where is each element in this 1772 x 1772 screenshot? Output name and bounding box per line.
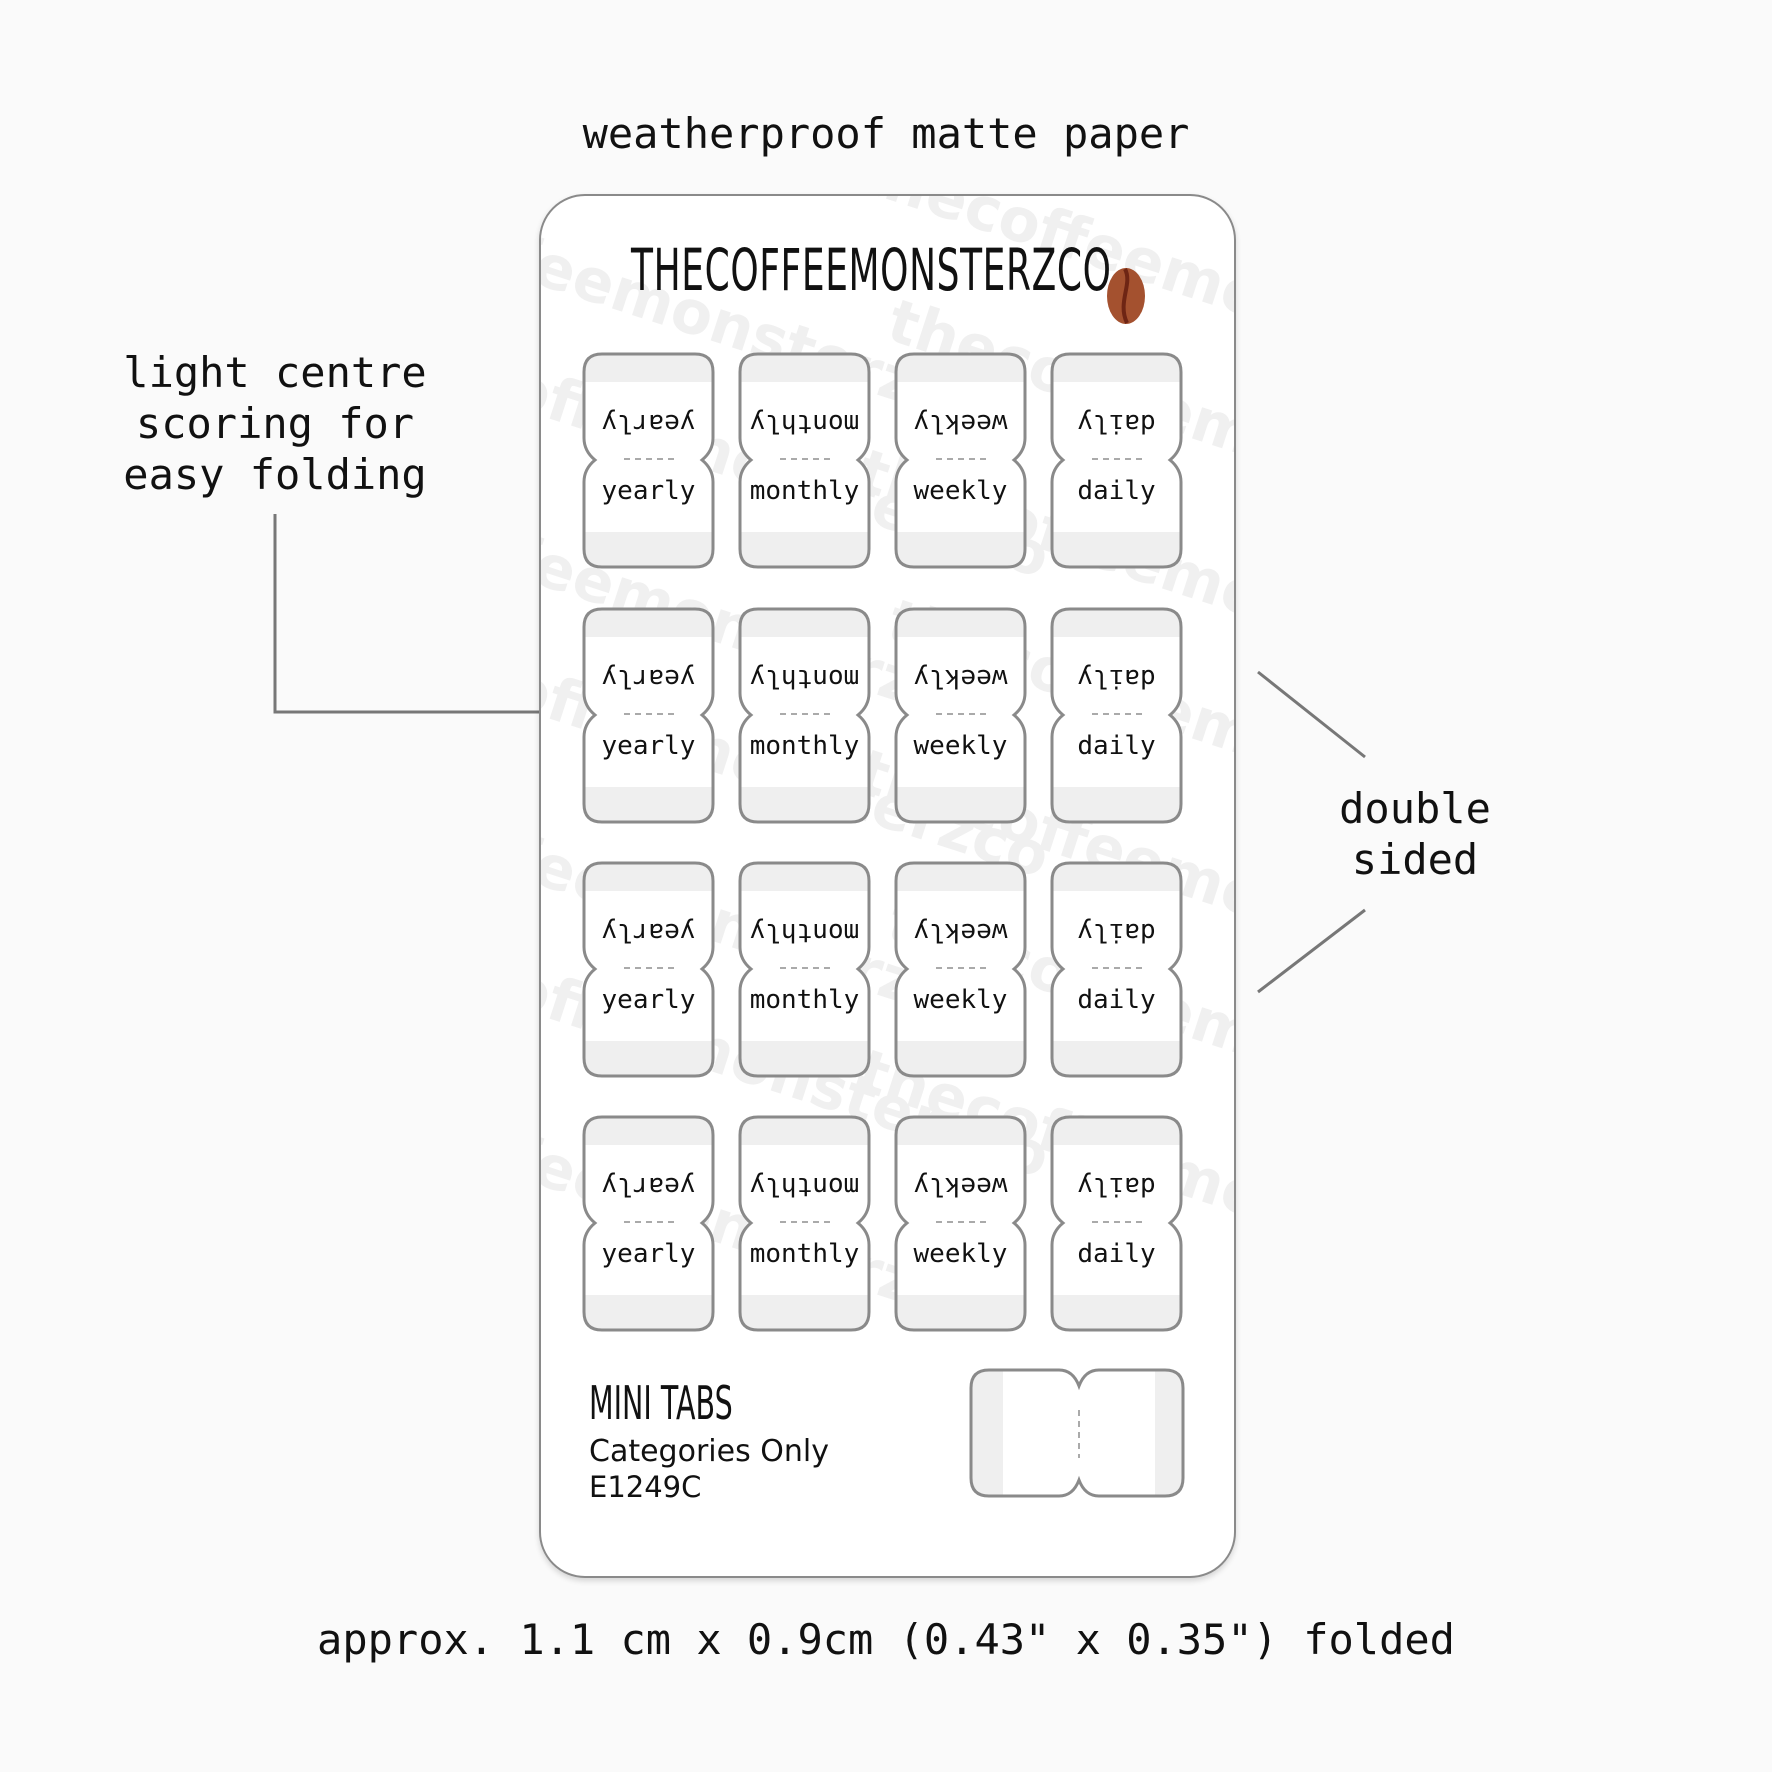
tab-label-back: weekly [913,1171,1008,1201]
tab-label-back: daily [1077,408,1156,438]
product-code: E1249C [589,1470,702,1504]
mini-tab-daily: daily daily [1050,1115,1183,1332]
tab-label-front: yearly [601,985,696,1015]
tab-outline [1050,1115,1183,1332]
mini-tab-daily: daily daily [1050,352,1183,569]
mini-tab-weekly: weekly weekly [894,1115,1027,1332]
scoring-note: light centre scoring for easy folding [123,348,427,499]
scoring-callout-line [273,514,562,714]
mini-tab-monthly: monthly monthly [738,607,871,824]
double-sided-callout-line-top [1257,670,1366,759]
tab-outline [1050,352,1183,569]
tab-outline [582,352,715,569]
product-subtitle: Categories Only [589,1434,829,1469]
mini-tab-daily: daily daily [1050,861,1183,1078]
tab-label-front: daily [1077,985,1156,1015]
product-name: MINI TABS [589,1376,733,1430]
mini-tab-yearly: yearly yearly [582,607,715,824]
tab-label-front: yearly [601,476,696,506]
mini-tab-weekly: weekly weekly [894,861,1027,1078]
tab-label-front: monthly [749,1239,860,1269]
tab-label-back: weekly [913,663,1008,693]
tab-outline [738,861,871,1078]
size-note: approx. 1.1 cm x 0.9cm (0.43" x 0.35") f… [317,1615,1455,1664]
tab-label-front: monthly [749,731,860,761]
tab-outline [582,861,715,1078]
tab-label-back: yearly [601,917,696,947]
tab-outline [894,1115,1027,1332]
tab-label-front: yearly [601,1239,696,1269]
tab-label-front: daily [1077,731,1156,761]
folded-tab-illustration [969,1368,1185,1498]
mini-tab-yearly: yearly yearly [582,861,715,1078]
tab-outline [738,352,871,569]
double-sided-callout-line-bottom [1257,908,1366,994]
tab-outline [1050,607,1183,824]
mini-tab-weekly: weekly weekly [894,607,1027,824]
tab-label-back: daily [1077,917,1156,947]
tab-label-back: monthly [749,408,860,438]
tab-outline [894,861,1027,1078]
tab-label-back: daily [1077,663,1156,693]
tab-outline [894,352,1027,569]
brand-logo: THECOFFEEMONSTERZCO [631,236,1112,304]
tab-label-back: monthly [749,1171,860,1201]
mini-tab-yearly: yearly yearly [582,352,715,569]
tab-label-back: weekly [913,917,1008,947]
tab-label-front: weekly [913,476,1008,506]
mini-tab-weekly: weekly weekly [894,352,1027,569]
tab-label-front: monthly [749,985,860,1015]
mini-tab-monthly: monthly monthly [738,861,871,1078]
tab-label-front: yearly [601,731,696,761]
tab-label-back: yearly [601,1171,696,1201]
page-title: weatherproof matte paper [582,109,1190,158]
double-sided-note: double sided [1339,784,1491,884]
tab-outline [894,607,1027,824]
tab-label-front: monthly [749,476,860,506]
tab-label-back: weekly [913,408,1008,438]
tab-label-back: monthly [749,917,860,947]
tab-label-front: weekly [913,1239,1008,1269]
tab-outline [738,1115,871,1332]
tab-label-back: yearly [601,408,696,438]
tab-label-front: daily [1077,476,1156,506]
tab-label-back: yearly [601,663,696,693]
tab-outline [1050,861,1183,1078]
tab-label-back: monthly [749,663,860,693]
mini-tab-monthly: monthly monthly [738,1115,871,1332]
tab-label-front: daily [1077,1239,1156,1269]
tab-label-back: daily [1077,1171,1156,1201]
mini-tab-daily: daily daily [1050,607,1183,824]
tab-outline [738,607,871,824]
tab-label-front: weekly [913,985,1008,1015]
tab-label-front: weekly [913,731,1008,761]
tab-outline [582,1115,715,1332]
mini-tab-yearly: yearly yearly [582,1115,715,1332]
coffee-bean-icon [1107,268,1145,324]
tab-outline [582,607,715,824]
mini-tab-monthly: monthly monthly [738,352,871,569]
